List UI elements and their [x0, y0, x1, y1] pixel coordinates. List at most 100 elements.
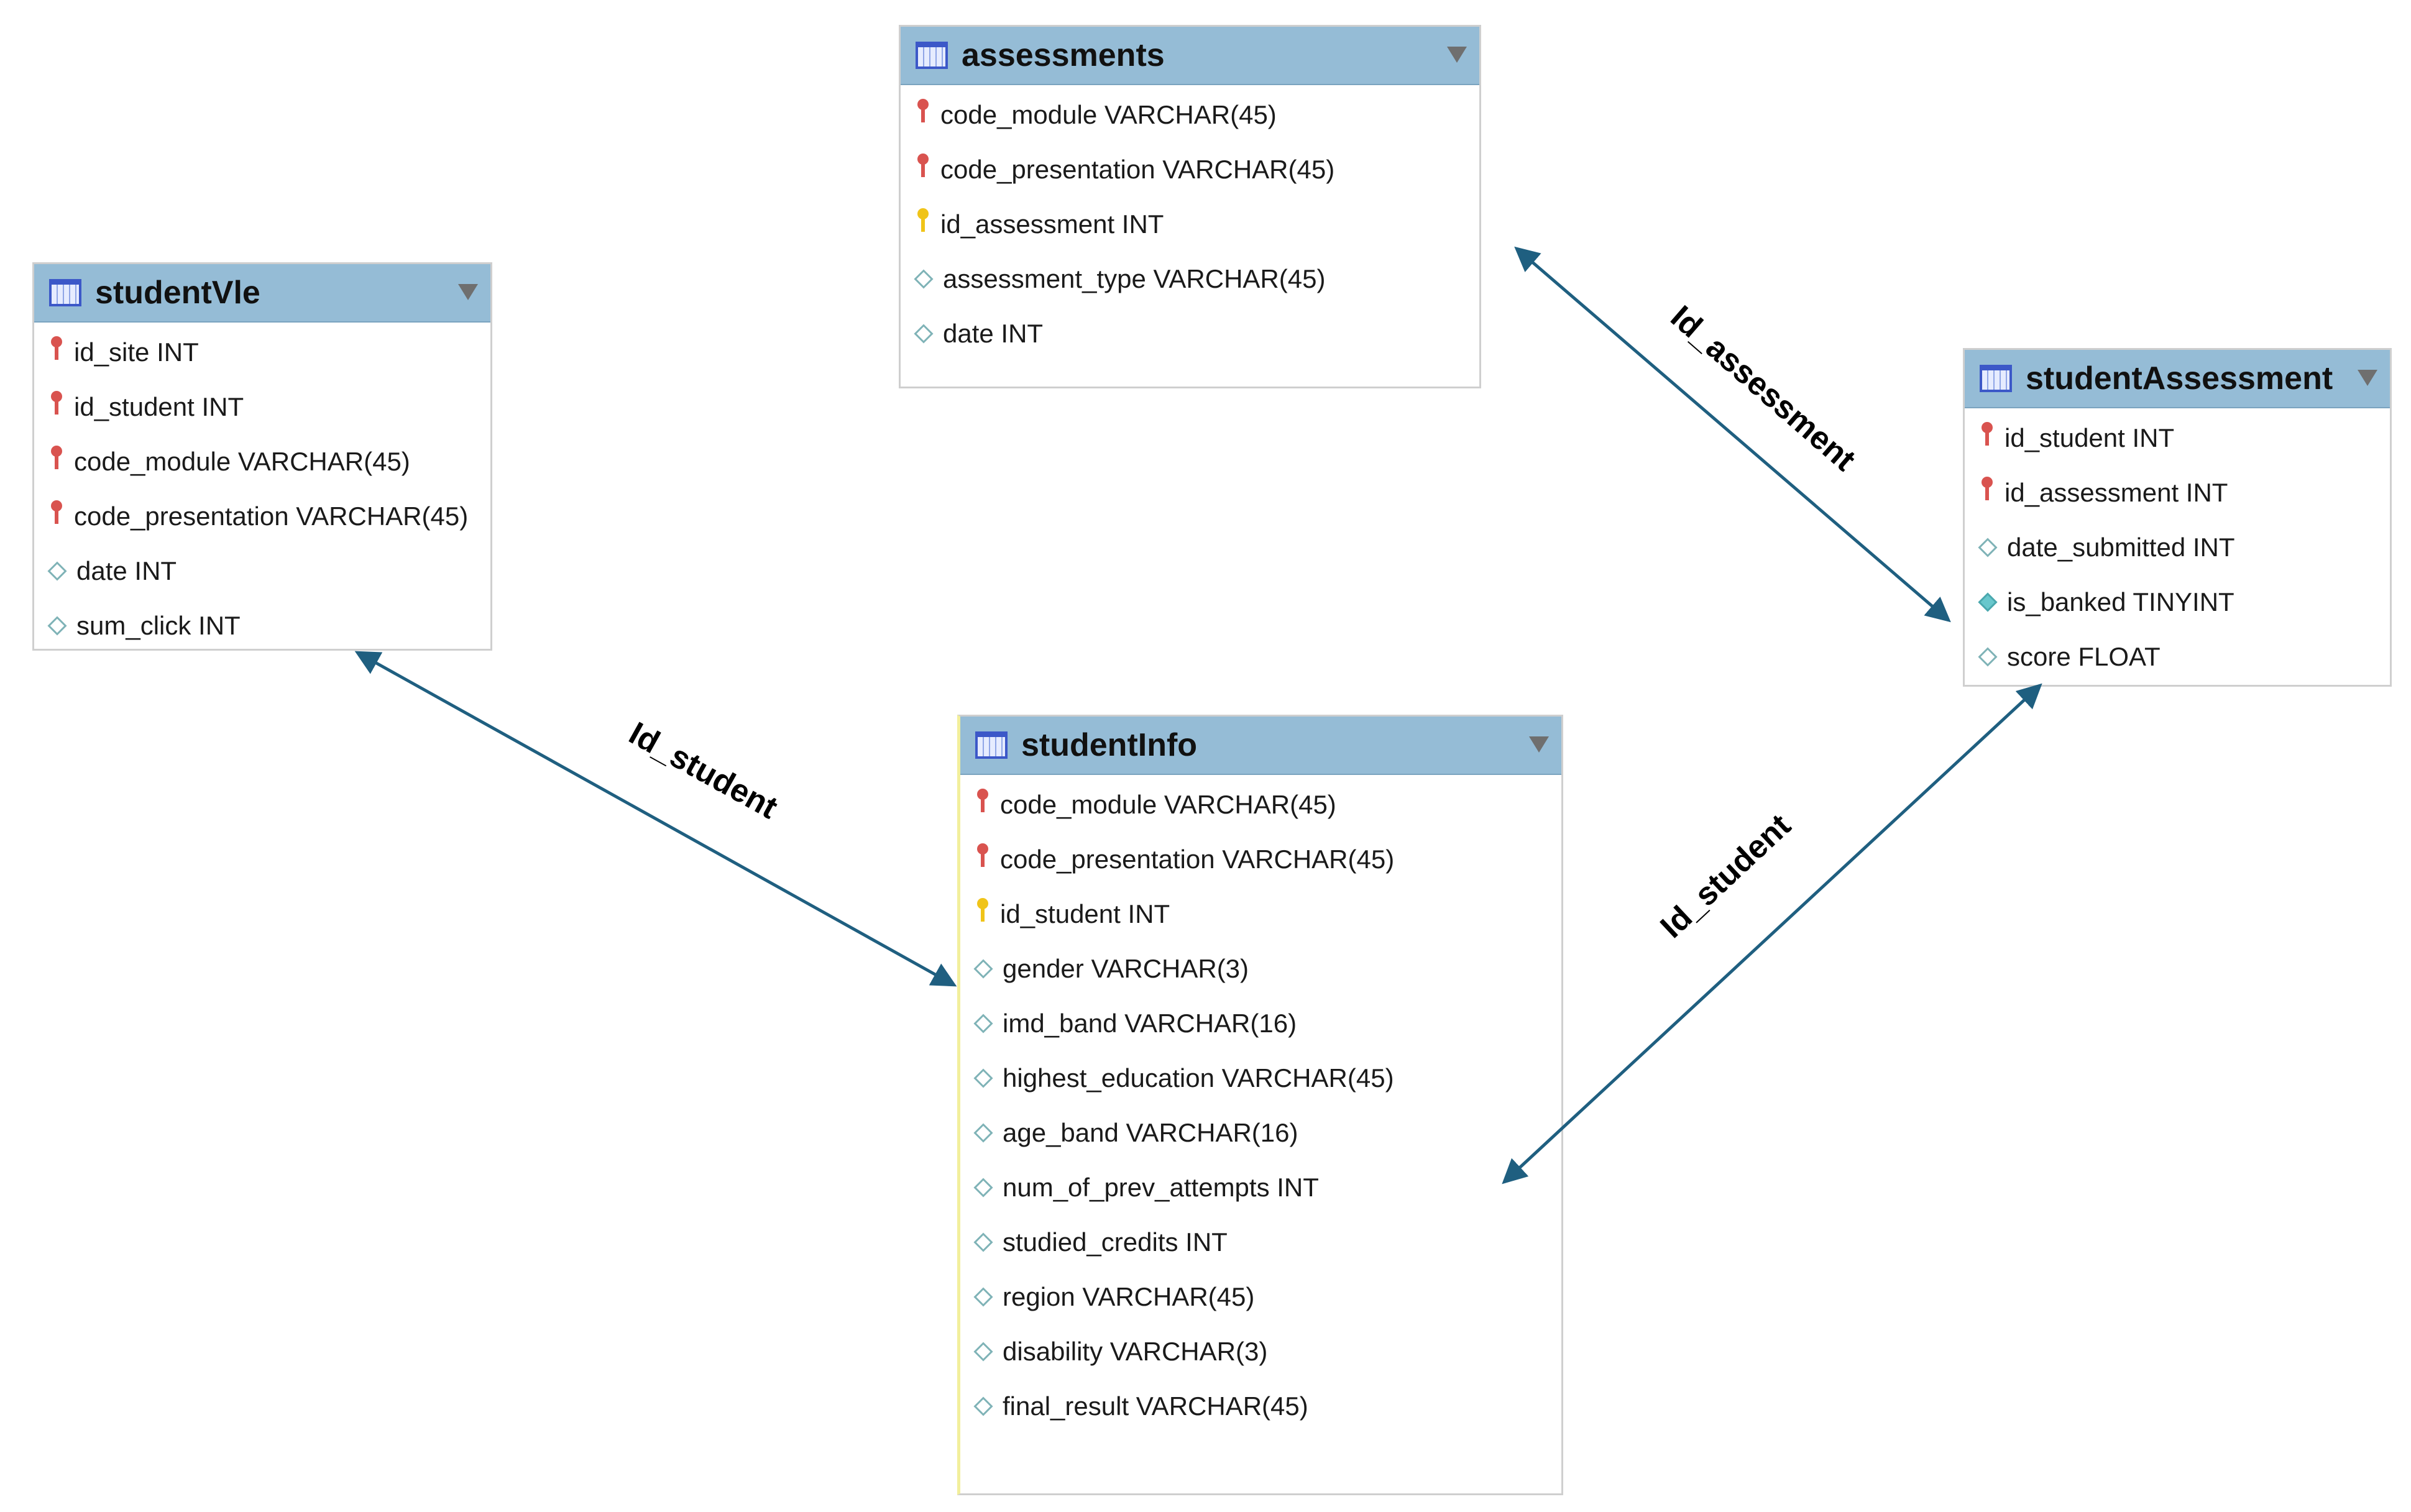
column-text: date INT [943, 319, 1044, 348]
attribute-diamond-icon [973, 1068, 993, 1088]
key-icon [914, 153, 932, 178]
column-text: gender VARCHAR(3) [1003, 954, 1249, 983]
attribute-diamond-icon [973, 1287, 993, 1307]
column-row[interactable]: disability VARCHAR(3) [960, 1324, 1561, 1379]
key-icon [974, 789, 991, 813]
table-studentassessment[interactable]: studentAssessment id_student INT id_asses… [1963, 348, 2392, 687]
column-text: id_student INT [1000, 899, 1170, 928]
column-row[interactable]: code_module VARCHAR(45) [901, 88, 1479, 142]
table-header[interactable]: studentAssessment [1965, 350, 2390, 408]
table-title: studentVle [95, 275, 260, 311]
column-row[interactable]: assessment_type VARCHAR(45) [901, 252, 1479, 306]
relationship-label-vle-id-student: Id_student [623, 715, 784, 827]
column-row[interactable]: num_of_prev_attempts INT [960, 1160, 1561, 1215]
key-icon [1978, 422, 1996, 447]
column-row[interactable]: imd_band VARCHAR(16) [960, 996, 1561, 1051]
column-text: disability VARCHAR(3) [1003, 1337, 1268, 1366]
column-text: code_module VARCHAR(45) [940, 100, 1277, 129]
attribute-diamond-icon [914, 269, 934, 289]
attribute-diamond-icon [973, 1342, 993, 1362]
column-text: assessment_type VARCHAR(45) [943, 264, 1326, 293]
column-row[interactable]: score FLOAT [1965, 630, 2390, 684]
relationship-line-assessment-id-student[interactable] [1502, 683, 2042, 1184]
column-text: code_presentation VARCHAR(45) [940, 155, 1335, 184]
collapse-arrow-icon[interactable] [1529, 736, 1549, 753]
column-row[interactable]: code_module VARCHAR(45) [960, 777, 1561, 832]
key-icon [48, 500, 65, 525]
column-row[interactable]: studied_credits INT [960, 1215, 1561, 1270]
column-row[interactable]: final_result VARCHAR(45) [960, 1379, 1561, 1434]
key-icon [48, 336, 65, 361]
column-row[interactable]: date INT [34, 544, 490, 598]
column-row[interactable]: code_module VARCHAR(45) [34, 434, 490, 489]
table-icon [1980, 365, 2012, 392]
column-text: id_student INT [74, 392, 244, 421]
column-text: imd_band VARCHAR(16) [1003, 1009, 1297, 1038]
relationship-line-id-assessment[interactable] [1514, 246, 1951, 623]
primary-key-icon [914, 208, 932, 233]
column-row[interactable]: code_presentation VARCHAR(45) [901, 142, 1479, 197]
column-text: highest_education VARCHAR(45) [1003, 1063, 1394, 1093]
key-icon [914, 99, 932, 124]
column-row[interactable]: gender VARCHAR(3) [960, 942, 1561, 996]
attribute-diamond-icon [973, 1178, 993, 1198]
relationship-label-info-id-student: Id_student [1653, 807, 1798, 945]
column-text: sum_click INT [76, 611, 241, 640]
table-header[interactable]: assessments [901, 27, 1479, 85]
column-text: region VARCHAR(45) [1003, 1282, 1255, 1311]
attribute-diamond-icon [973, 1123, 993, 1143]
column-row[interactable]: age_band VARCHAR(16) [960, 1106, 1561, 1160]
collapse-arrow-icon[interactable] [2358, 370, 2377, 386]
column-text: code_module VARCHAR(45) [1000, 790, 1336, 819]
column-row[interactable]: id_assessment INT [1965, 465, 2390, 520]
column-row[interactable]: date_submitted INT [1965, 520, 2390, 575]
column-row[interactable]: date INT [901, 306, 1479, 361]
column-list: code_module VARCHAR(45) code_presentation… [960, 775, 1561, 1434]
column-row[interactable]: id_site INT [34, 325, 490, 380]
collapse-arrow-icon[interactable] [1447, 47, 1467, 63]
attribute-diamond-icon [1978, 538, 1998, 557]
column-list: code_module VARCHAR(45) code_presentation… [901, 85, 1479, 361]
attribute-diamond-icon [1978, 647, 1998, 667]
column-text: num_of_prev_attempts INT [1003, 1173, 1319, 1202]
attribute-diamond-icon [47, 616, 67, 636]
column-list: id_student INT id_assessment INT date_subm… [1965, 408, 2390, 684]
column-text: id_assessment INT [2005, 478, 2228, 507]
table-icon [49, 279, 81, 306]
attribute-diamond-icon [1978, 592, 1998, 612]
column-text: score FLOAT [2007, 642, 2161, 671]
column-row[interactable]: id_assessment INT [901, 197, 1479, 252]
column-row[interactable]: sum_click INT [34, 598, 490, 653]
table-studentvle[interactable]: studentVle id_site INT id_student INT code… [32, 262, 492, 651]
key-icon [48, 446, 65, 470]
relationship-line-vle-id-student[interactable] [354, 651, 957, 987]
column-text: final_result VARCHAR(45) [1003, 1391, 1308, 1421]
table-title: assessments [962, 37, 1165, 73]
key-icon [48, 391, 65, 416]
attribute-diamond-icon [973, 1014, 993, 1033]
column-text: is_banked TINYINT [2007, 587, 2234, 616]
column-row[interactable]: id_student INT [960, 887, 1561, 942]
column-list: id_site INT id_student INT code_module VAR… [34, 323, 490, 653]
attribute-diamond-icon [973, 1396, 993, 1416]
column-text: code_module VARCHAR(45) [74, 447, 410, 476]
column-text: code_presentation VARCHAR(45) [1000, 845, 1395, 874]
table-icon [975, 731, 1008, 759]
column-row[interactable]: region VARCHAR(45) [960, 1270, 1561, 1324]
column-row[interactable]: id_student INT [1965, 411, 2390, 465]
table-studentinfo[interactable]: studentInfo code_module VARCHAR(45)code_… [957, 715, 1563, 1495]
table-assessments[interactable]: assessments code_module VARCHAR(45)code_… [899, 25, 1481, 388]
column-row[interactable]: code_presentation VARCHAR(45) [34, 489, 490, 544]
table-icon [916, 42, 948, 69]
column-row[interactable]: is_banked TINYINT [1965, 575, 2390, 630]
table-title: studentInfo [1021, 727, 1198, 763]
column-row[interactable]: id_student INT [34, 380, 490, 434]
column-row[interactable]: code_presentation VARCHAR(45) [960, 832, 1561, 887]
column-row[interactable]: highest_education VARCHAR(45) [960, 1051, 1561, 1106]
table-header[interactable]: studentVle [34, 264, 490, 323]
collapse-arrow-icon[interactable] [458, 284, 478, 300]
table-header[interactable]: studentInfo [960, 717, 1561, 775]
column-text: studied_credits INT [1003, 1227, 1228, 1257]
column-text: age_band VARCHAR(16) [1003, 1118, 1298, 1147]
